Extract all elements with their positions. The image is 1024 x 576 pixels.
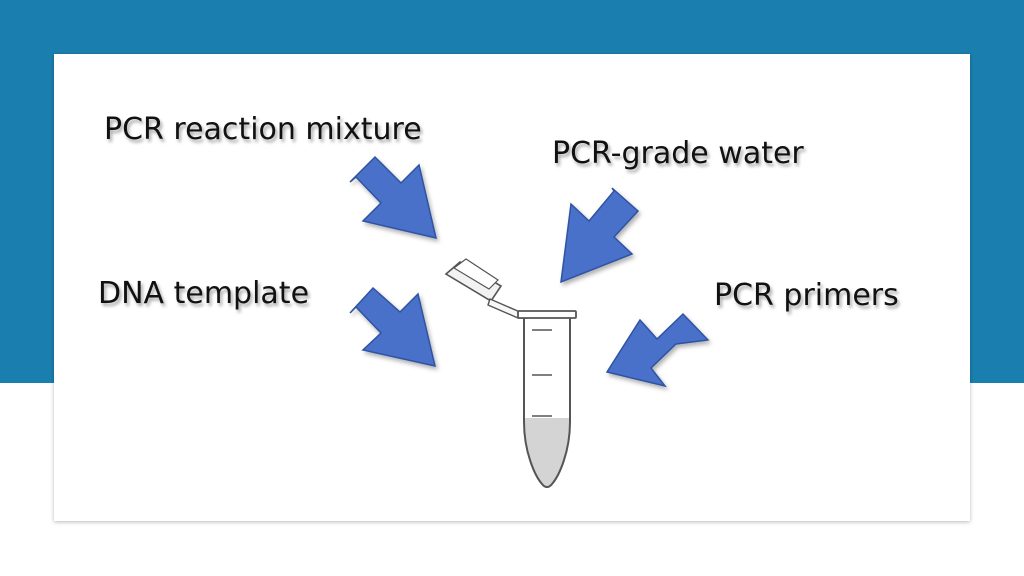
- label-pcr-reaction-mixture: PCR reaction mixture: [104, 112, 422, 147]
- slide-card: PCR reaction mixture PCR-grade water DNA…: [54, 54, 970, 521]
- arrow-reaction-mixture-icon: [349, 155, 438, 240]
- label-dna-template: DNA template: [98, 276, 310, 311]
- label-pcr-grade-water: PCR-grade water: [552, 136, 804, 171]
- arrow-water-icon: [560, 187, 640, 284]
- microcentrifuge-tube-icon: [444, 258, 577, 488]
- label-pcr-primers: PCR primers: [714, 278, 899, 313]
- arrow-dna-template-icon: [349, 286, 437, 367]
- arrow-primers-icon: [605, 312, 710, 388]
